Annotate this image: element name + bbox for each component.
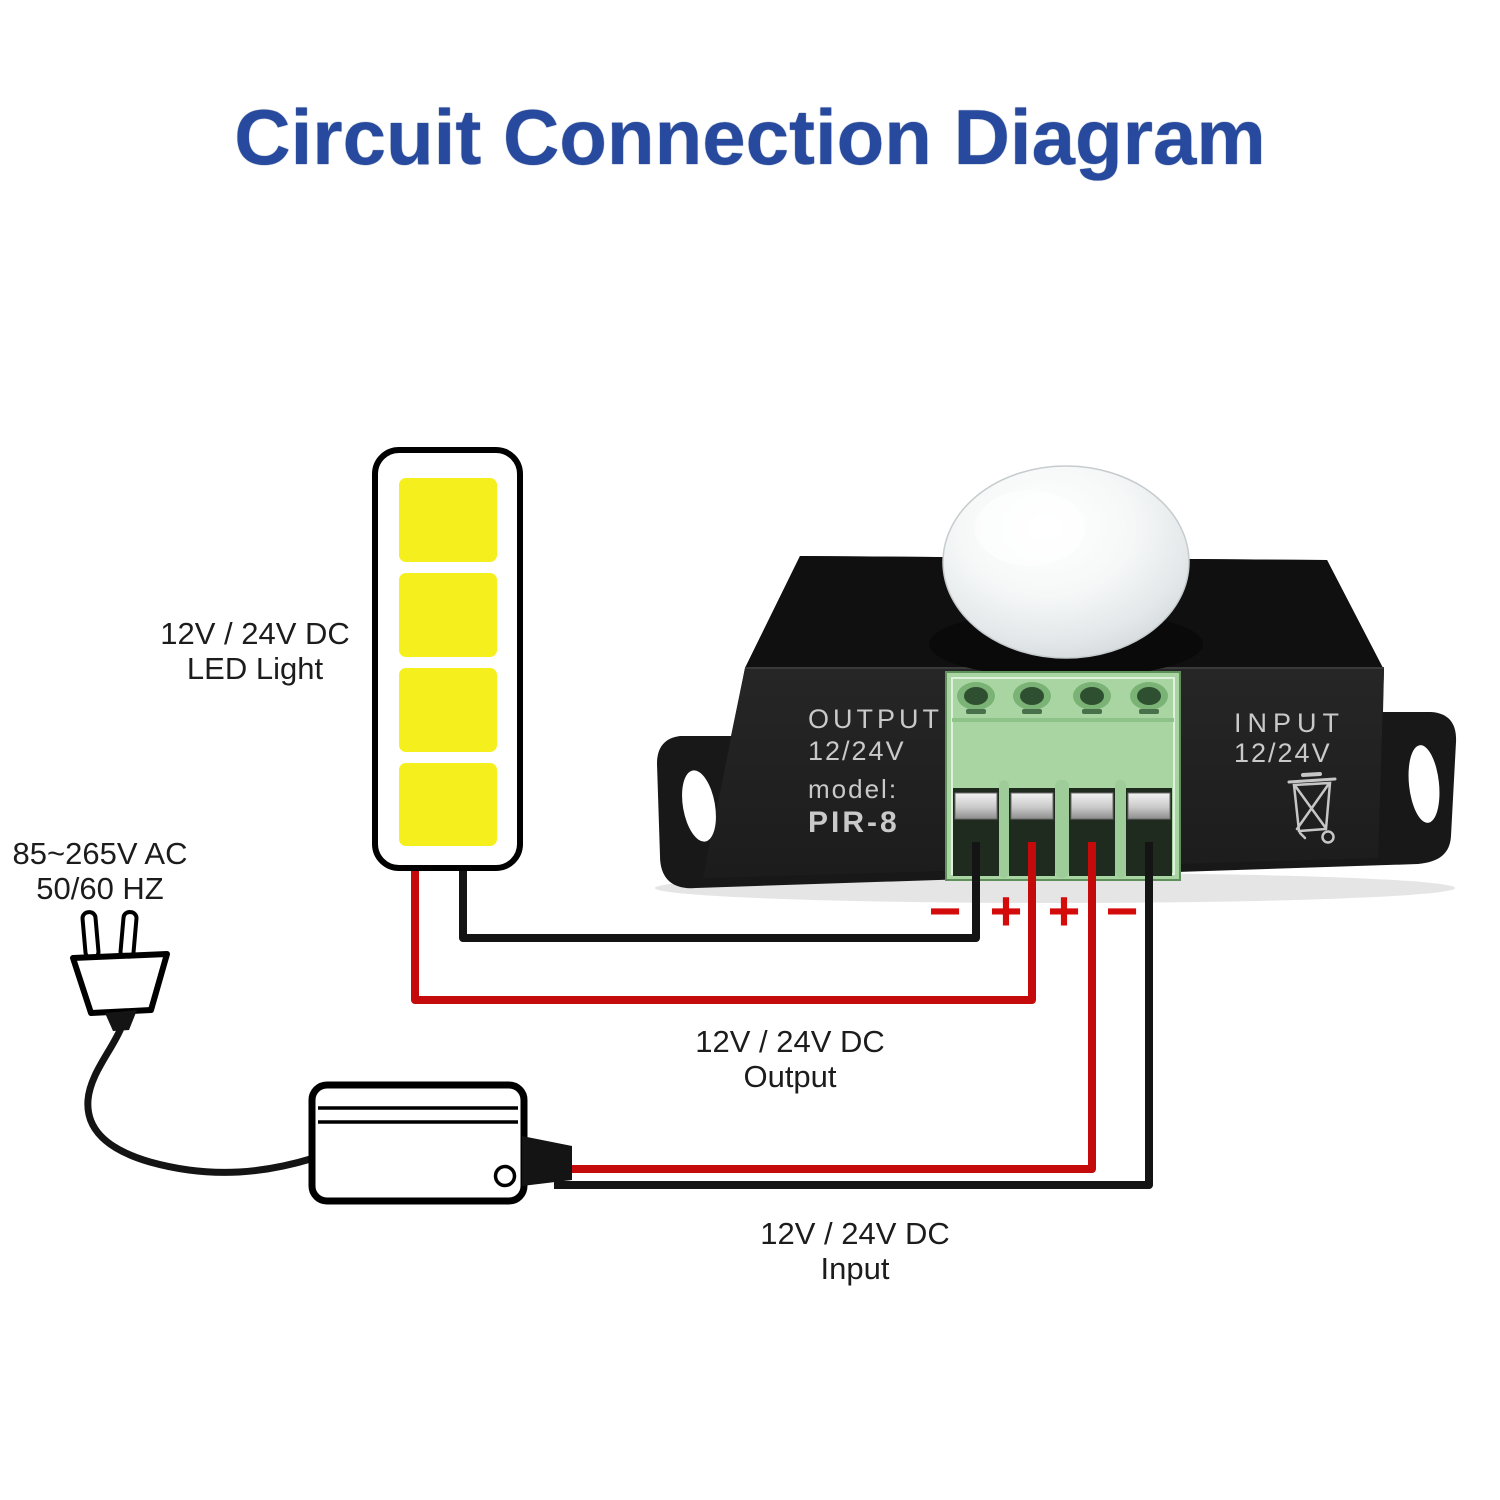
plug-cable [84,1026,316,1176]
adapter-body [308,1081,528,1205]
wires [411,842,1153,1189]
input-positive-wire-red [556,842,1096,1173]
terminal-slot [1082,709,1102,714]
weee-cross [1294,783,1330,831]
plug-prong-right [118,910,139,961]
led-strip [372,447,523,871]
led-label-line1: 12V / 24V DC [160,616,350,651]
dc-output-label: 12V / 24V DC Output [640,1024,940,1094]
module-input-word: INPUT [1234,708,1345,738]
terminal-hole [964,687,988,705]
led-label-line2: LED Light [186,650,324,686]
power-adapter [308,1081,572,1205]
module-input-voltage: 12/24V [1234,738,1332,768]
mounting-hole-right [1408,745,1440,823]
module-output-word: OUTPUT [808,704,943,734]
terminal-screw [1070,792,1114,820]
pir-module: OUTPUT 12/24V model: PIR-8 INPUT 12/24V [655,465,1457,903]
weee-handle [1301,772,1322,777]
ac-power-label: 85~265V AC 50/60 HZ [0,836,210,906]
dome-highlight [975,490,1085,566]
polarity-minus-1: − [929,879,962,942]
terminal-screw [1127,792,1171,820]
dc-output-line2: Output [743,1058,837,1094]
led-chip-4 [399,763,497,846]
terminal-block [945,671,1181,881]
output-positive-wire-red [411,842,1036,1004]
ac-label-line1: 85~265V AC [12,836,188,871]
terminal-screw [954,792,998,820]
mounting-hole-left [682,770,716,842]
pir-sensor-dome [942,465,1190,659]
dc-input-line2: Input [820,1250,890,1286]
weee-wheel [1321,830,1335,844]
weee-foot [1298,831,1307,840]
terminal-holes [957,682,1168,714]
led-chip-3 [399,668,497,752]
dc-output-line1: 12V / 24V DC [695,1024,885,1059]
terminal-slot [1022,709,1042,714]
adapter-vent-lines [318,1106,518,1124]
dc-input-line1: 12V / 24V DC [760,1216,950,1251]
weee-bin-body [1292,781,1332,833]
weee-lid [1287,777,1337,784]
weee-icon [1287,772,1337,844]
terminal-hole [1020,687,1044,705]
adapter-led-indicator [493,1164,517,1188]
module-model-number: PIR-8 [808,806,900,839]
adapter-output-connector [522,1136,572,1186]
module-output-voltage: 12/24V [808,736,906,766]
plug-prong-left [80,910,101,961]
polarity-plus-2: + [1048,879,1081,942]
plug-tip [105,1010,137,1031]
module-model-word: model: [808,774,898,804]
polarity-marks: − + + − [929,879,1139,942]
terminal-divider [1055,780,1069,878]
terminal-hole [1137,687,1161,705]
polarity-plus-1: + [990,879,1023,942]
terminal-ridge [952,718,1174,722]
led-chip-1 [399,478,497,562]
terminal-divider [999,780,1009,878]
ac-plug [70,910,316,1176]
input-negative-wire-black [554,842,1153,1189]
led-light-label: 12V / 24V DC LED Light [95,616,415,686]
page-title: Circuit Connection Diagram [234,93,1266,181]
dc-input-label: 12V / 24V DC Input [705,1216,1005,1286]
terminal-slot [1139,709,1159,714]
ac-label-line2: 50/60 HZ [36,870,164,906]
output-negative-wire-black [459,842,980,942]
plug-body [70,951,170,1016]
terminal-divider [1115,780,1126,878]
terminal-screw [1010,792,1054,820]
polarity-minus-2: − [1106,879,1139,942]
terminal-slot [966,709,986,714]
terminal-cavities [953,780,1172,878]
terminal-hole [1080,687,1104,705]
led-chip-2 [399,573,497,657]
